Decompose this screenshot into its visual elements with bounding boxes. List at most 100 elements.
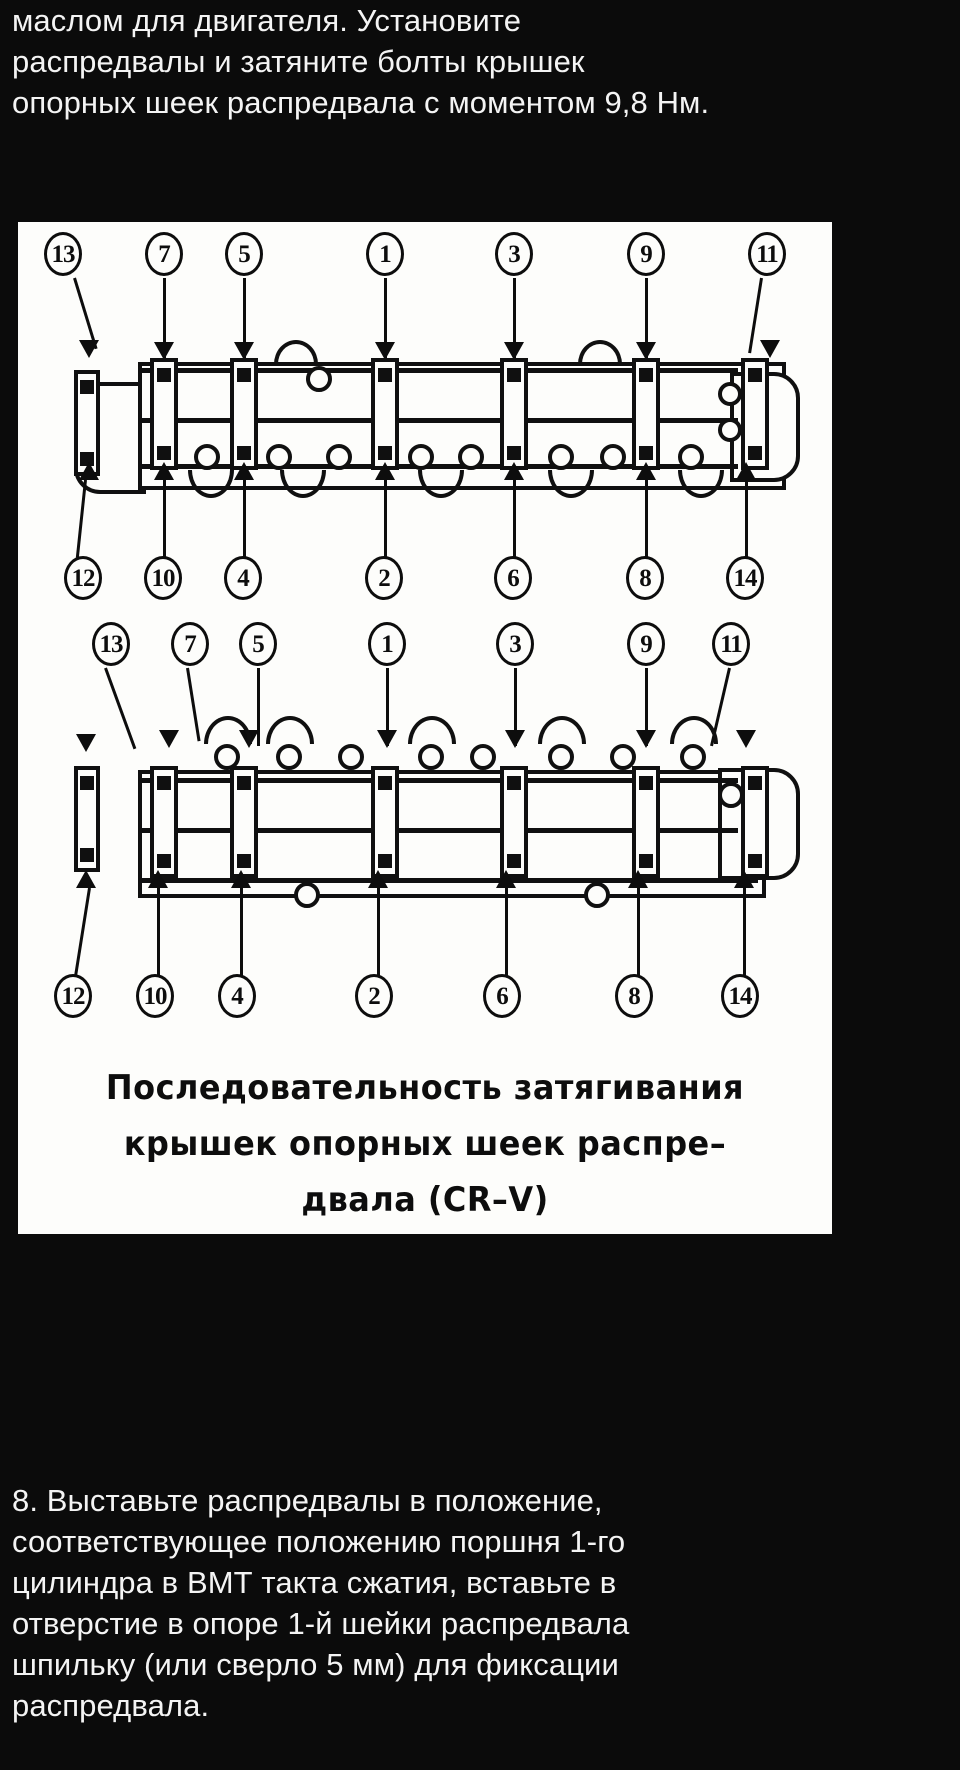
bubble-lower-bottom-3: 4 xyxy=(218,974,256,1018)
bubble-upper-top-1: 13 xyxy=(44,232,82,276)
bubble-upper-bottom-3: 4 xyxy=(224,556,262,600)
leader-lower-top-3 xyxy=(257,668,260,746)
arrow-lower-bottom-7 xyxy=(734,870,754,888)
leader-lower-bottom-1 xyxy=(74,887,91,976)
lifter-lower-3 xyxy=(338,744,364,770)
bubble-upper-top-6: 9 xyxy=(627,232,665,276)
leader-upper-bottom-2 xyxy=(163,480,166,562)
bearing-cap-upper-1 xyxy=(74,370,100,476)
figure-caption-line-2: крышек опорных шеек распре– xyxy=(123,1124,727,1164)
lifter-lower-7 xyxy=(610,744,636,770)
bottom-paragraph: 8. Выставьте распредвалы в положение, со… xyxy=(12,1480,948,1726)
valve-arc-upper-2 xyxy=(280,470,326,498)
bubble-upper-bottom-2: 10 xyxy=(144,556,182,600)
lifter-upper-3 xyxy=(326,444,352,470)
bubble-lower-top-1: 13 xyxy=(92,622,130,666)
oil-hole-lower-3 xyxy=(584,882,610,908)
bearing-cap-lower-2 xyxy=(150,766,178,878)
lifter-upper-1 xyxy=(194,444,220,470)
valve-arc-upper-5 xyxy=(678,470,724,498)
lobe-upper-2 xyxy=(578,340,622,364)
bubble-lower-top-5: 3 xyxy=(496,622,534,666)
arrow-upper-top-6 xyxy=(636,342,656,360)
leader-upper-top-2 xyxy=(163,278,166,358)
leader-upper-bottom-4 xyxy=(384,480,387,562)
arrow-upper-bottom-2 xyxy=(154,462,174,480)
lifter-lower-6 xyxy=(548,744,574,770)
bubble-upper-bottom-5: 6 xyxy=(494,556,532,600)
leader-upper-top-6 xyxy=(645,278,648,358)
leader-lower-bottom-4 xyxy=(377,888,380,976)
leader-lower-bottom-5 xyxy=(505,888,508,976)
bottom-paragraph-line-5: шпильку (или сверло 5 мм) для фиксации xyxy=(12,1647,619,1682)
leader-upper-top-5 xyxy=(513,278,516,358)
lobe-upper-1 xyxy=(274,340,318,364)
lifter-upper-4 xyxy=(408,444,434,470)
lifter-upper-2 xyxy=(266,444,292,470)
bubble-lower-top-6: 9 xyxy=(627,622,665,666)
bubble-upper-top-5: 3 xyxy=(495,232,533,276)
bubble-lower-bottom-6: 8 xyxy=(615,974,653,1018)
top-paragraph-line-1: маслом для двигателя. Установите xyxy=(12,3,522,38)
rail-upper-2 xyxy=(138,418,738,423)
arrow-lower-bottom-3 xyxy=(231,870,251,888)
figure-drawing: 13 7 5 1 3 9 11 xyxy=(18,222,832,1234)
bubble-lower-bottom-4: 2 xyxy=(355,974,393,1018)
lifter-upper-7 xyxy=(600,444,626,470)
arrow-lower-bottom-6 xyxy=(628,870,648,888)
lifter-lower-4 xyxy=(418,744,444,770)
lobe-lower-5 xyxy=(670,716,718,744)
bubble-lower-top-3: 5 xyxy=(239,622,277,666)
oil-hole-upper-3 xyxy=(718,418,742,442)
arrow-upper-bottom-6 xyxy=(636,462,656,480)
bearing-cap-lower-4 xyxy=(371,766,399,878)
oil-hole-upper-1 xyxy=(306,366,332,392)
bearing-cap-upper-4 xyxy=(371,358,399,470)
lifter-upper-5 xyxy=(458,444,484,470)
arrow-lower-bottom-4 xyxy=(368,870,388,888)
leader-lower-bottom-3 xyxy=(240,888,243,976)
bottom-paragraph-line-3: цилиндра в ВМТ такта сжатия, вставьте в xyxy=(12,1565,617,1600)
bottom-paragraph-line-2: соответствующее положению поршня 1-го xyxy=(12,1524,626,1559)
leader-lower-top-1 xyxy=(104,667,137,750)
rail-upper-3 xyxy=(138,464,738,469)
arrow-upper-top-5 xyxy=(504,342,524,360)
bubble-lower-bottom-2: 10 xyxy=(136,974,174,1018)
top-paragraph-line-2: распредвалы и затяните болты крышек xyxy=(12,44,585,79)
leader-lower-top-6 xyxy=(645,668,648,746)
bearing-cap-lower-6 xyxy=(632,766,660,878)
arrow-upper-bottom-4 xyxy=(375,462,395,480)
bearing-cap-lower-5 xyxy=(500,766,528,878)
figure-caption: Последовательность затягивания крышек оп… xyxy=(42,1060,807,1228)
arrow-upper-bottom-7 xyxy=(736,462,756,480)
arrow-upper-bottom-1 xyxy=(79,462,99,480)
bubble-upper-top-3: 5 xyxy=(225,232,263,276)
bubble-upper-top-2: 7 xyxy=(145,232,183,276)
leader-lower-bottom-6 xyxy=(637,888,640,976)
arrow-upper-top-7 xyxy=(760,340,780,358)
leader-upper-bottom-7 xyxy=(745,480,748,562)
arrow-upper-top-3 xyxy=(234,342,254,360)
top-paragraph-line-3: опорных шеек распредвала с моментом 9,8 … xyxy=(12,85,710,120)
bubble-upper-bottom-1: 12 xyxy=(64,556,102,600)
arrow-lower-top-1 xyxy=(76,734,96,752)
leader-upper-top-1 xyxy=(73,277,98,350)
leader-upper-bottom-3 xyxy=(243,480,246,562)
figure-caption-line-1: Последовательность затягивания xyxy=(105,1068,745,1108)
lobe-lower-2 xyxy=(266,716,314,744)
bubble-upper-bottom-7: 14 xyxy=(726,556,764,600)
bearing-cap-lower-7 xyxy=(741,766,769,878)
arrow-upper-top-2 xyxy=(154,342,174,360)
bubble-upper-top-4: 1 xyxy=(366,232,404,276)
leader-upper-bottom-5 xyxy=(513,480,516,562)
arrow-lower-bottom-2 xyxy=(148,870,168,888)
bearing-cap-lower-1 xyxy=(74,766,100,872)
arrow-upper-top-4 xyxy=(375,342,395,360)
lifter-lower-1 xyxy=(214,744,240,770)
lifter-upper-6 xyxy=(548,444,574,470)
bubble-upper-bottom-6: 8 xyxy=(626,556,664,600)
bearing-cap-upper-6 xyxy=(632,358,660,470)
valve-arc-upper-3 xyxy=(418,470,464,498)
rail-upper-1 xyxy=(138,368,738,373)
